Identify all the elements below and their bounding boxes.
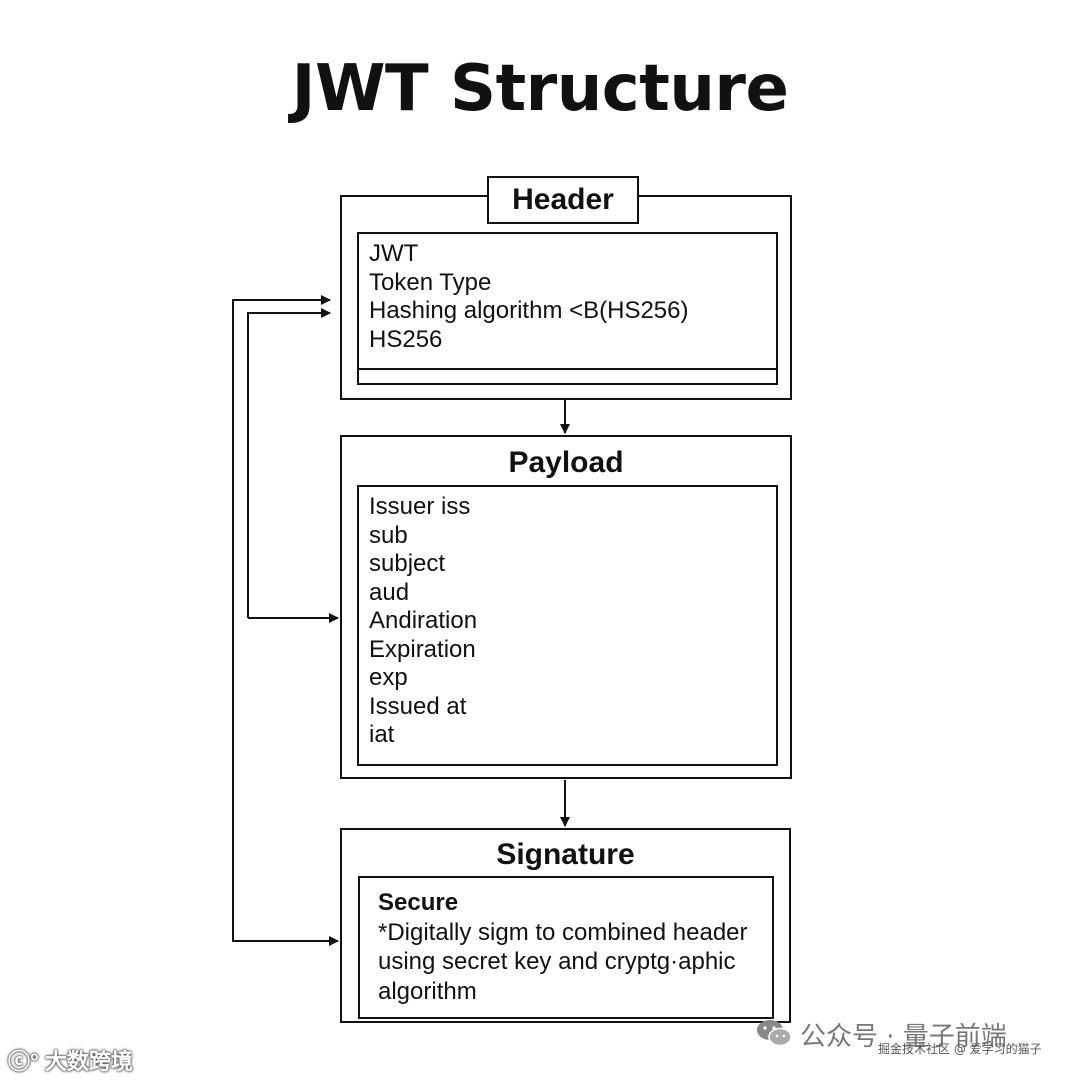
signature-title: Signature xyxy=(496,838,635,871)
payload-line: iat xyxy=(369,721,395,748)
payload-line: subject xyxy=(369,550,446,577)
watermark-source: 掘金技术社区 @ 爱学习的猫子 xyxy=(878,1042,1042,1056)
payload-line: Issuer iss xyxy=(369,493,471,520)
header-lines: JWT Token Type Hashing algorithm <B(HS25… xyxy=(369,240,689,354)
header-line: Hashing algorithm <B(HS256) xyxy=(369,297,689,324)
payload-line: Andiration xyxy=(369,607,478,634)
arrow-loop-inner-to-header xyxy=(247,308,331,618)
signature-line: *Digitally sigm to combined header xyxy=(378,918,748,946)
wechat-icon xyxy=(757,1020,792,1047)
watermark-left: ⓒ° 大数跨境 xyxy=(8,1044,133,1076)
header-box: JWT Token Type Hashing algorithm <B(HS25… xyxy=(340,195,792,400)
payload-box: Payload Issuer iss sub subject aud Andir… xyxy=(340,435,792,779)
header-title: Header xyxy=(487,176,639,224)
arrow-loop-outer-to-signature xyxy=(232,300,339,946)
payload-line: Issued at xyxy=(369,692,467,720)
signature-content-box: Secure *Digitally sigm to combined heade… xyxy=(358,876,774,1019)
signature-line: using secret key and cryptg·aphic xyxy=(378,948,736,975)
payload-line: exp xyxy=(369,664,408,691)
signature-lines: Secure *Digitally sigm to combined heade… xyxy=(378,888,748,1006)
payload-content-box: Issuer iss sub subject aud Andiration Ex… xyxy=(357,485,778,766)
watermark-right: 公众号 · 量子前端 掘金技术社区 @ 爱学习的猫子 xyxy=(756,1016,1066,1060)
arrow-loop-outer-to-header xyxy=(232,295,331,305)
payload-line: aud xyxy=(369,578,410,606)
header-content-box: JWT Token Type Hashing algorithm <B(HS25… xyxy=(357,232,778,385)
payload-line: Expiration xyxy=(369,635,476,663)
signature-heading: Secure xyxy=(378,889,459,916)
header-line: JWT xyxy=(369,240,419,267)
header-divider xyxy=(359,368,776,370)
watermark-left-text: 大数跨境 xyxy=(44,1049,133,1074)
payload-lines: Issuer iss sub subject aud Andiration Ex… xyxy=(369,493,477,750)
header-line: HS256 xyxy=(369,325,443,353)
signature-line: algorithm xyxy=(378,977,477,1005)
watermark-account-name: 公众号 · 量子前端 xyxy=(800,1022,1007,1052)
payload-title: Payload xyxy=(508,446,624,479)
payload-line: sub xyxy=(369,521,408,549)
watermark-logo-icon: ⓒ° xyxy=(8,1049,45,1074)
signature-box: Signature Secure *Digitally sigm to comb… xyxy=(340,828,791,1023)
header-line: Token Type xyxy=(369,268,492,296)
diagram-title: JWT Structure xyxy=(291,52,789,126)
